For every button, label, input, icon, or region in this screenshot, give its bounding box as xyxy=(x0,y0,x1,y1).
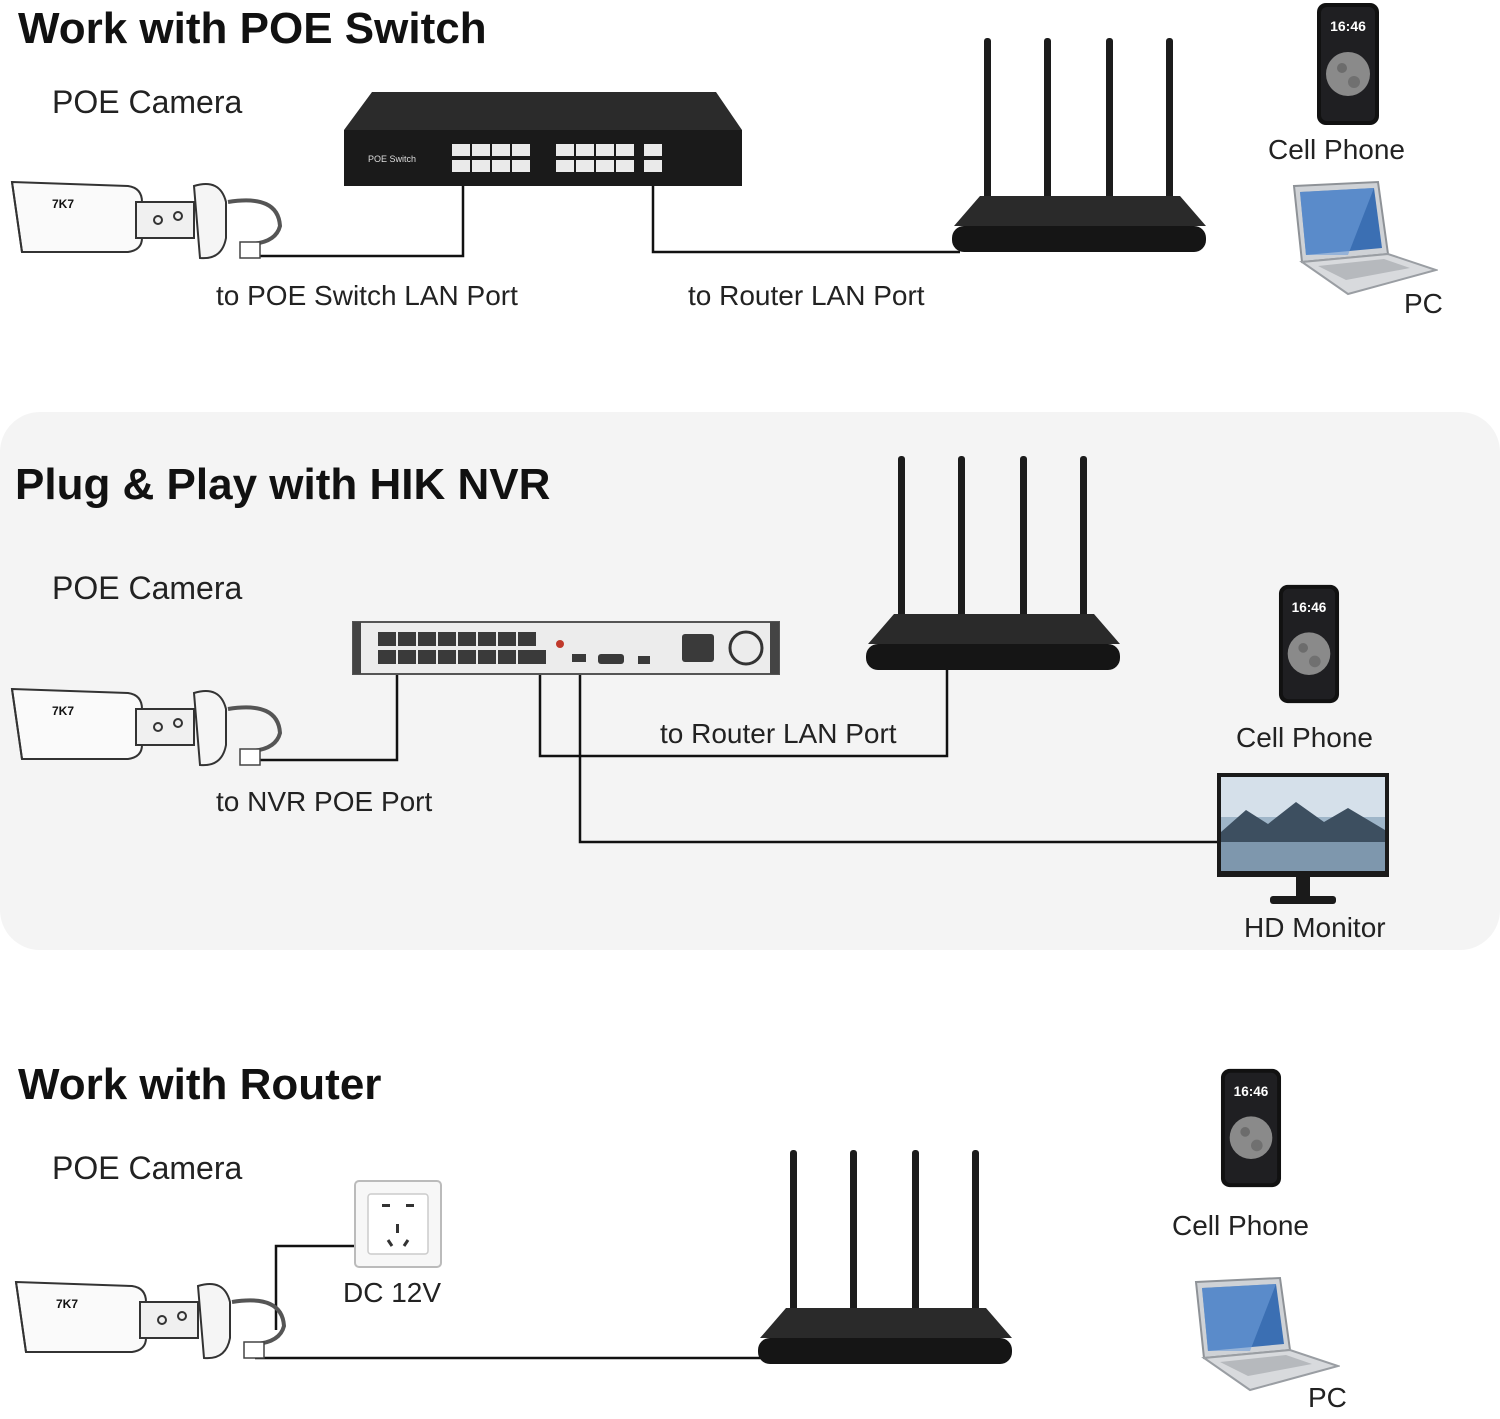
section3-pc-label: PC xyxy=(1308,1382,1347,1413)
section1-link1-label: to POE Switch LAN Port xyxy=(216,280,518,311)
section1-pc-label: PC xyxy=(1404,288,1443,319)
wire-switch-to-router xyxy=(651,170,960,254)
cell-phone-icon: 16:46 xyxy=(1317,3,1379,125)
router-icon xyxy=(952,38,1206,252)
poe-camera-icon: 7K7 xyxy=(14,1280,287,1360)
section3-phone-label: Cell Phone xyxy=(1172,1210,1309,1241)
router-icon xyxy=(866,456,1120,670)
poe-camera-icon: 7K7 xyxy=(10,687,283,767)
router-icon xyxy=(758,1150,1012,1364)
section3-camera-label: POE Camera xyxy=(52,1150,243,1186)
section2-link1-label: to NVR POE Port xyxy=(216,786,433,817)
section2-monitor-label: HD Monitor xyxy=(1244,912,1386,943)
section3-power-label: DC 12V xyxy=(343,1277,442,1308)
laptop-pc-icon xyxy=(1194,1276,1340,1392)
wire-camera-to-nvr xyxy=(255,660,399,762)
section2-phone-label: Cell Phone xyxy=(1236,722,1373,753)
section3-title: Work with Router xyxy=(18,1060,382,1109)
wire-nvr-to-router xyxy=(538,665,949,758)
cell-phone-icon: 16:46 xyxy=(1278,584,1340,704)
wire-camera-to-switch xyxy=(255,172,465,258)
poe-switch-icon: POE Switch xyxy=(344,92,742,186)
section1-camera-label: POE Camera xyxy=(52,84,243,120)
poe-camera-icon: 7K7 xyxy=(10,180,283,260)
cell-phone-icon: 16:46 xyxy=(1220,1068,1282,1188)
laptop-pc-icon xyxy=(1292,180,1438,296)
phone-time-text: 16:46 xyxy=(1330,18,1366,34)
camera-logo-text: 7K7 xyxy=(52,197,74,211)
phone-time-text: 16:46 xyxy=(1234,1084,1269,1099)
hd-monitor-icon xyxy=(1217,773,1389,904)
section1-link2-label: to Router LAN Port xyxy=(688,280,925,311)
nvr-icon xyxy=(352,621,780,675)
switch-label-text: POE Switch xyxy=(368,154,416,164)
camera-logo-text: 7K7 xyxy=(52,704,74,718)
phone-time-text: 16:46 xyxy=(1292,600,1327,615)
wire-nvr-to-monitor xyxy=(578,665,1220,844)
section1-phone-label: Cell Phone xyxy=(1268,134,1405,165)
section2-title: Plug & Play with HIK NVR xyxy=(15,460,551,509)
wire-camera-to-power xyxy=(274,1244,356,1330)
section2-camera-label: POE Camera xyxy=(52,570,243,606)
camera-logo-text: 7K7 xyxy=(56,1297,78,1311)
power-outlet-icon xyxy=(354,1180,442,1268)
section2-link2-label: to Router LAN Port xyxy=(660,718,897,749)
section1-title: Work with POE Switch xyxy=(18,4,487,53)
